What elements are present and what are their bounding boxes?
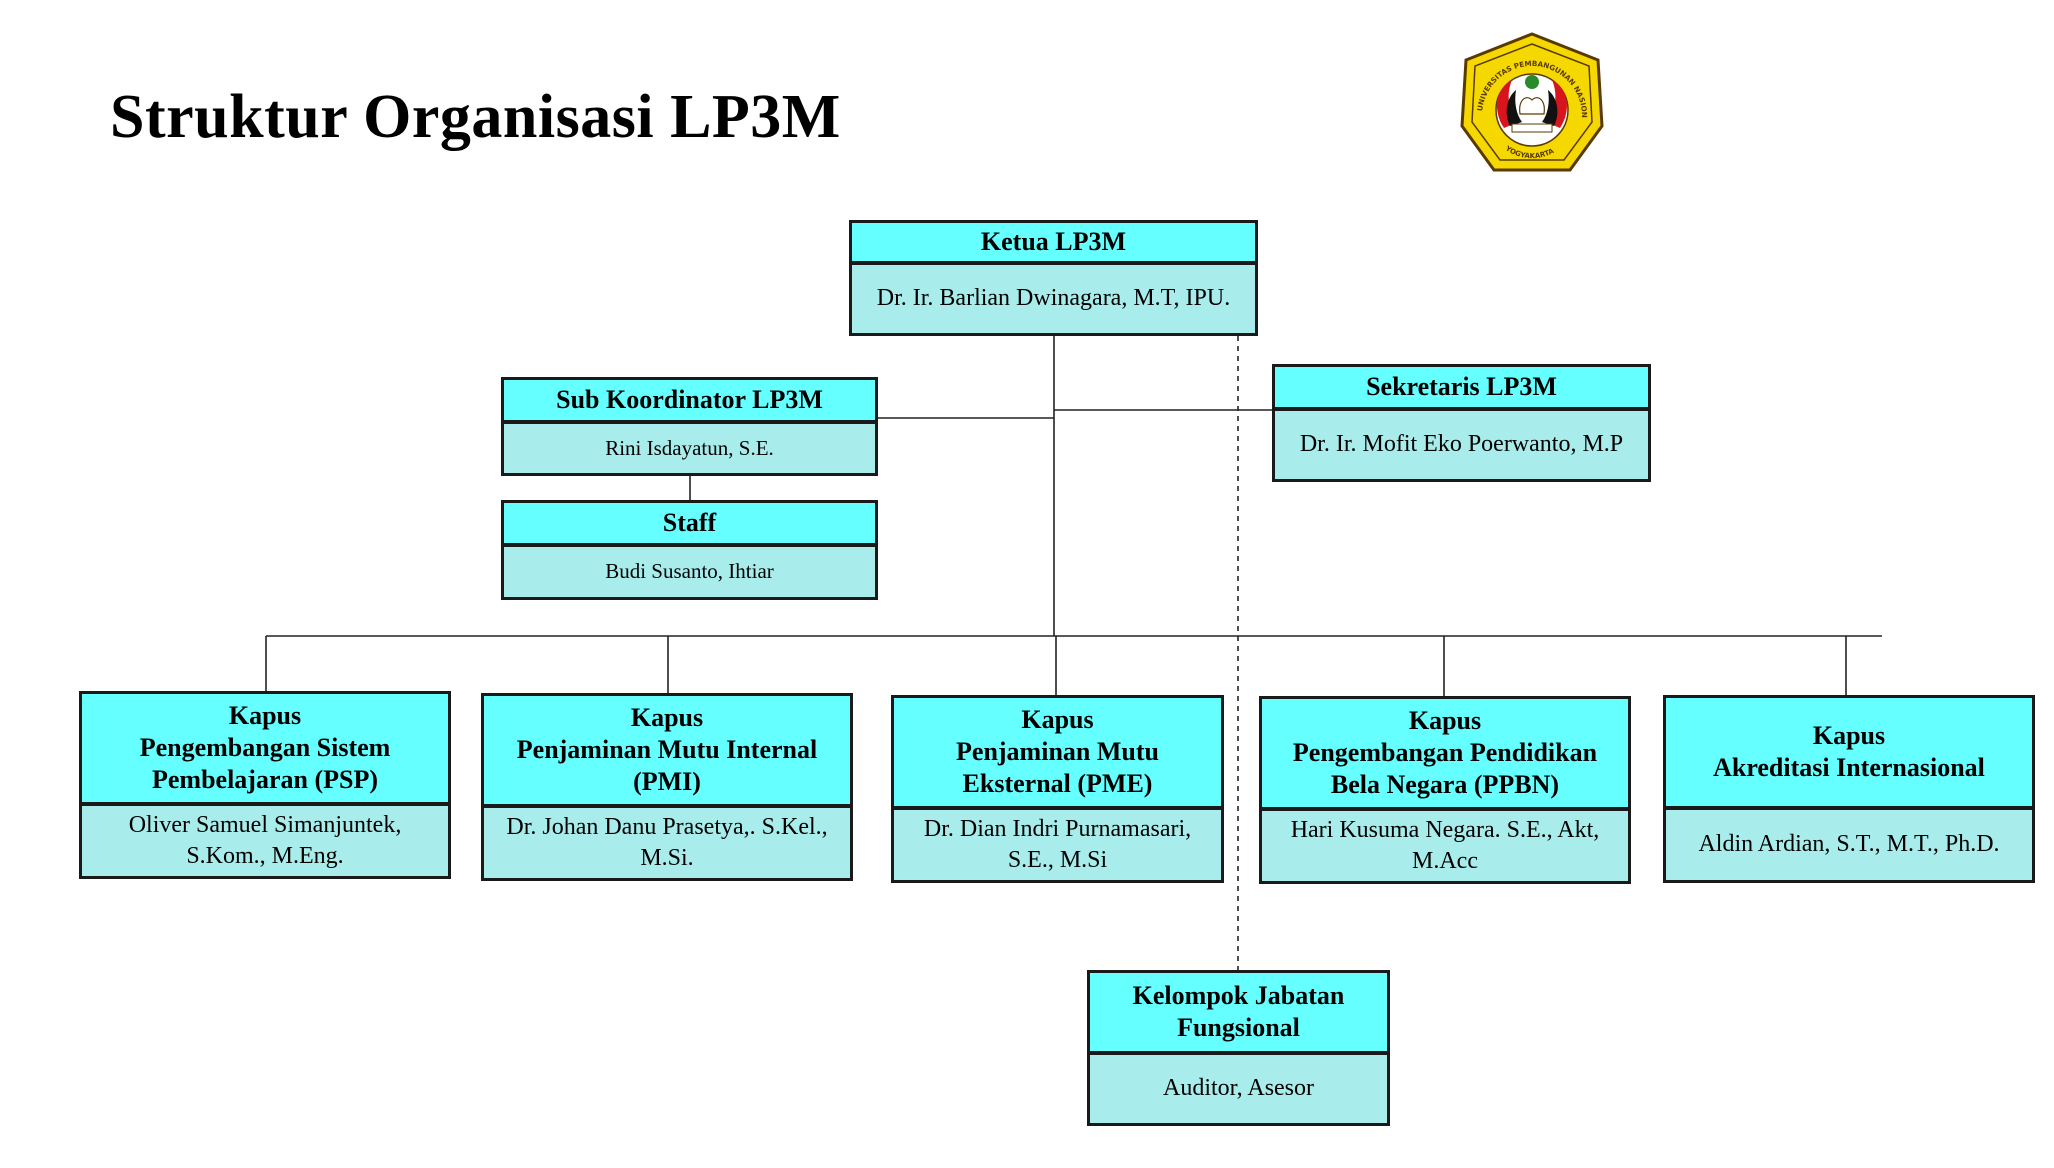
kapus-pme-name-2: S.E., M.Si bbox=[1007, 847, 1108, 873]
fungsional-box: Kelompok Jabatan Fungsional Auditor, Ase… bbox=[1087, 970, 1390, 1126]
kapus-ppbn-name-1: Hari Kusuma Negara. S.E., Akt, bbox=[1290, 816, 1600, 843]
kapus-pme-title-3: Eksternal (PME) bbox=[962, 768, 1153, 798]
kapus-pme-title-2: Penjaminan Mutu bbox=[956, 737, 1159, 767]
page-title: Struktur Organisasi LP3M bbox=[110, 83, 841, 151]
kapus-pmi-box: Kapus Penjaminan Mutu Internal (PMI) Dr.… bbox=[481, 693, 853, 881]
staff-box: Staff Budi Susanto, Ihtiar bbox=[501, 500, 878, 600]
kapus-ppbn-title-3: Bela Negara (PPBN) bbox=[1330, 769, 1560, 799]
staff-name: Budi Susanto, Ihtiar bbox=[504, 547, 875, 597]
kapus-psp-title-1: Kapus bbox=[228, 701, 302, 731]
kapus-psp-box: Kapus Pengembangan Sistem Pembelajaran (… bbox=[79, 691, 451, 879]
staff-title: Staff bbox=[504, 503, 875, 547]
kapus-akreditasi-title-2: Akreditasi Internasional bbox=[1713, 753, 1985, 782]
subkoordinator-name: Rini Isdayatun, S.E. bbox=[504, 424, 875, 473]
kapus-psp-name-1: Oliver Samuel Simanjuntek, bbox=[128, 811, 402, 838]
kapus-pmi-title-2: Penjaminan Mutu Internal bbox=[516, 735, 818, 765]
kapus-pmi-name-1: Dr. Johan Danu Prasetya,. S.Kel., bbox=[506, 813, 828, 840]
kapus-akreditasi-name-1: Aldin Ardian, S.T., M.T., Ph.D. bbox=[1698, 831, 2000, 858]
ketua-box: Ketua LP3M Dr. Ir. Barlian Dwinagara, M.… bbox=[849, 220, 1258, 336]
ketua-name: Dr. Ir. Barlian Dwinagara, M.T, IPU. bbox=[852, 265, 1255, 333]
kapus-ppbn-title-1: Kapus bbox=[1408, 706, 1482, 736]
kapus-pmi-title-1: Kapus bbox=[630, 703, 704, 733]
sekretaris-box: Sekretaris LP3M Dr. Ir. Mofit Eko Poerwa… bbox=[1272, 364, 1651, 482]
kapus-pmi-title-3: (PMI) bbox=[633, 766, 701, 796]
kapus-akreditasi-title-1: Kapus bbox=[1812, 721, 1886, 751]
kapus-pmi-name-2: M.Si. bbox=[640, 845, 694, 871]
sekretaris-name: Dr. Ir. Mofit Eko Poerwanto, M.P bbox=[1275, 411, 1648, 479]
sekretaris-title: Sekretaris LP3M bbox=[1275, 367, 1648, 411]
fungsional-name: Auditor, Asesor bbox=[1090, 1055, 1387, 1123]
kapus-psp-title-2: Pengembangan Sistem bbox=[139, 733, 391, 763]
kapus-ppbn-name-2: M.Acc bbox=[1412, 848, 1478, 874]
kapus-akreditasi-box: Kapus Akreditasi Internasional Aldin Ard… bbox=[1663, 695, 2035, 883]
fungsional-title-2: Fungsional bbox=[1177, 1013, 1300, 1042]
university-logo: UNIVERSITAS PEMBANGUNAN NASIONAL "VETERA… bbox=[1452, 30, 1604, 172]
kapus-psp-name-2: S.Kom., M.Eng. bbox=[186, 843, 344, 869]
kapus-ppbn-box: Kapus Pengembangan Pendidikan Bela Negar… bbox=[1259, 696, 1631, 884]
kapus-pme-name-1: Dr. Dian Indri Purnamasari, bbox=[923, 815, 1192, 842]
kapus-pme-box: Kapus Penjaminan Mutu Eksternal (PME) Dr… bbox=[891, 695, 1224, 883]
fungsional-title-1: Kelompok Jabatan bbox=[1132, 981, 1345, 1011]
ketua-title: Ketua LP3M bbox=[852, 223, 1255, 265]
kapus-ppbn-title-2: Pengembangan Pendidikan bbox=[1292, 738, 1598, 768]
kapus-pme-title-1: Kapus bbox=[1021, 705, 1094, 735]
subkoordinator-title: Sub Koordinator LP3M bbox=[504, 380, 875, 424]
subkoordinator-box: Sub Koordinator LP3M Rini Isdayatun, S.E… bbox=[501, 377, 878, 476]
kapus-psp-title-3: Pembelajaran (PSP) bbox=[151, 764, 378, 794]
